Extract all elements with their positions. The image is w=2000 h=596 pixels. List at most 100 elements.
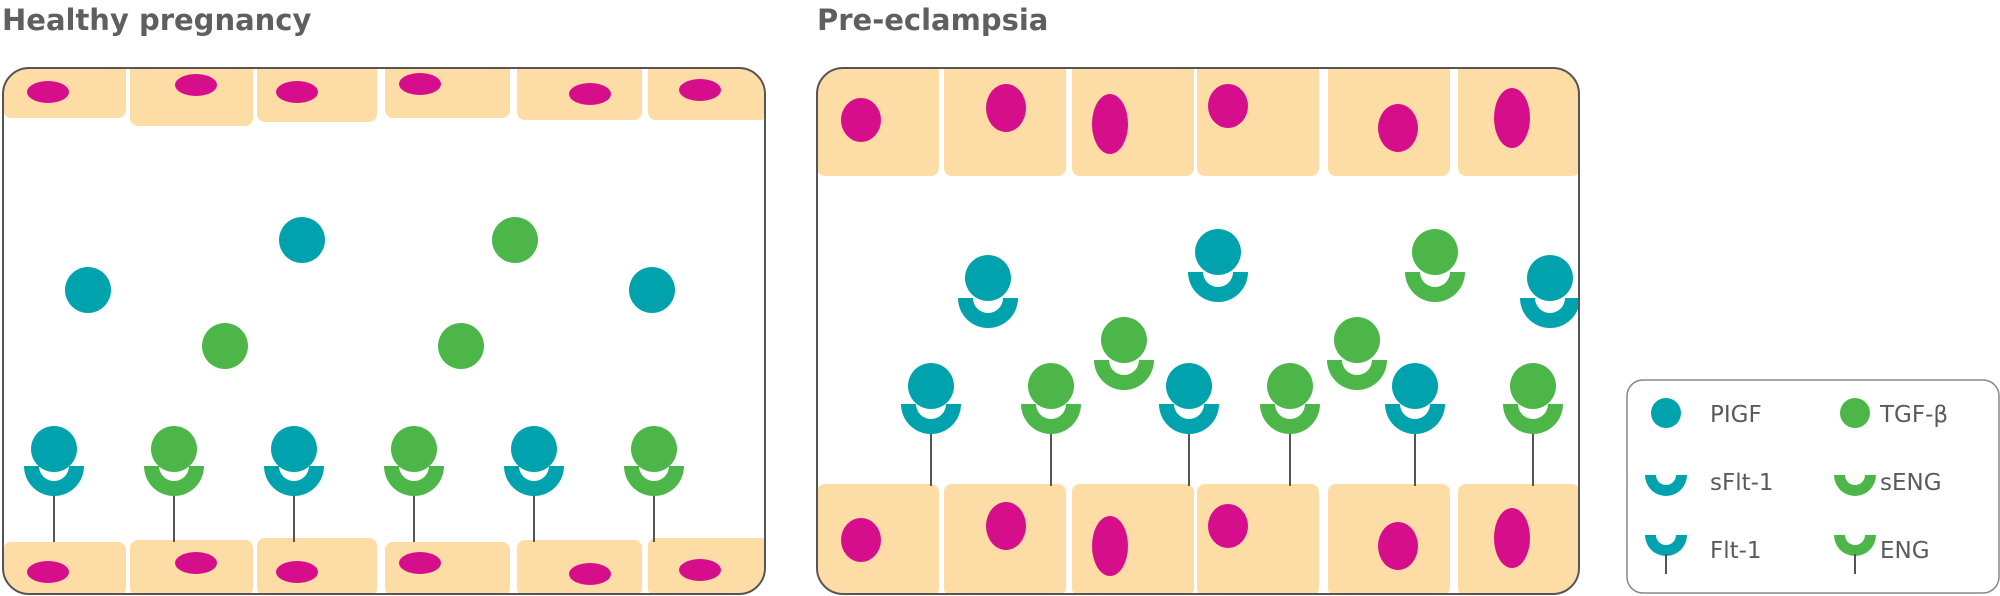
sflt1-cup [1645,475,1687,496]
seng-cup [1834,475,1876,496]
eng-receptor [384,426,444,542]
cell-nucleus [399,552,441,574]
receptor-cup [1021,404,1081,434]
receptor-cup [384,466,444,496]
pre-eclampsia-top-cell [1328,68,1450,176]
pre-eclampsia-molecules [901,229,1580,486]
soluble-receptor-cup [958,298,1018,328]
bound-tgf-beta [151,426,197,472]
pre-eclampsia-panel [816,67,1580,595]
cell-nucleus [986,502,1026,550]
legend-label-plgf: PIGF [1710,402,1762,428]
eng-receptor [624,426,684,542]
flt1-receptor [264,426,324,542]
cell-nucleus [27,81,69,103]
free-plgf [629,267,675,313]
cell-nucleus [569,563,611,585]
seng-tgf-beta-complex [1094,317,1154,390]
cell-body [1072,484,1194,594]
eng-cup [1834,535,1876,556]
pre-eclampsia-bottom-cell [817,484,939,594]
healthy-top-cell [257,68,377,122]
pre-eclampsia-bottom-cell [1458,484,1579,594]
legend-label-flt1: Flt-1 [1710,538,1762,564]
healthy-bottom-cell [130,540,253,594]
cell-body [1072,68,1194,176]
legend-icons [1645,398,1876,574]
healthy-panel-border [2,67,766,595]
cell-nucleus [276,81,318,103]
receptor-cup [1159,404,1219,434]
healthy-top-cell [130,68,253,126]
legend-label-tgfb: TGF-β [1879,402,1948,428]
eng-receptor [144,426,204,542]
bound-tgf-beta [1028,363,1074,409]
cell-nucleus [1494,88,1530,148]
free-tgf-beta [202,323,248,369]
legend-box [1626,379,2000,594]
receptor-cup [624,466,684,496]
cell-nucleus [1378,104,1418,152]
pre-eclampsia-title: Pre-eclampsia [817,3,1048,37]
pre-eclampsia-top-cell [817,68,939,176]
free-plgf [279,217,325,263]
receptor-cup [901,404,961,434]
free-tgf-beta [438,323,484,369]
eng-receptor [1021,363,1081,486]
pre-eclampsia-top-cell [1458,68,1579,176]
pre-eclampsia-bottom-cell [944,484,1066,594]
free-plgf [65,267,111,313]
healthy-bottom-cell [385,542,510,594]
receptor-cup [504,466,564,496]
soluble-receptor-cup [1520,298,1580,328]
soluble-receptor-cup [1327,360,1387,390]
healthy-bottom-cell [3,542,126,594]
bound-plgf [31,426,77,472]
bound-tgf-beta [1510,363,1556,409]
cell-nucleus [1092,516,1128,576]
pre-eclampsia-top-cell [1072,68,1194,176]
pre-eclampsia-bottom-cell [1328,484,1450,594]
healthy-top-cell [3,68,126,118]
healthy-endothelial-cells [3,68,765,594]
cell-nucleus [1494,508,1530,568]
cell-nucleus [1208,84,1248,128]
bound-tgf-beta [391,426,437,472]
eng-receptor [1503,363,1563,486]
bound-plgf [1166,363,1212,409]
sflt1-plgf-complex [1188,229,1248,302]
eng-icon [1834,535,1876,574]
cell-nucleus [175,552,217,574]
cell-nucleus [841,98,881,142]
receptor-cup [24,466,84,496]
bound-tgf-beta [1334,317,1380,363]
healthy-bottom-cell [648,538,765,594]
cell-nucleus [569,83,611,105]
seng-tgf-beta-complex [1405,229,1465,302]
healthy-bottom-cell [257,538,377,594]
healthy-molecules [24,217,684,542]
pre-eclampsia-top-cell [944,68,1066,176]
cell-nucleus [679,79,721,101]
receptor-cup [144,466,204,496]
flt1-receptor [24,426,84,542]
sflt1-plgf-complex [958,255,1018,328]
seng-tgf-beta-complex [1327,317,1387,390]
plgf-icon [1651,398,1681,428]
healthy-pregnancy-panel [2,67,766,595]
soluble-receptor-cup [1405,272,1465,302]
flt1-receptor [901,363,961,486]
cell-nucleus [1208,504,1248,548]
healthy-top-cell [648,68,765,120]
cell-nucleus [1092,94,1128,154]
receptor-cup [1385,404,1445,434]
receptor-cup [264,466,324,496]
pre-eclampsia-bottom-cell [1197,484,1319,594]
bound-tgf-beta [631,426,677,472]
receptor-cup [1260,404,1320,434]
pre-eclampsia-top-cell [1197,68,1319,176]
bound-plgf [271,426,317,472]
bound-plgf [908,363,954,409]
pre-eclampsia-panel-border [816,67,1580,595]
